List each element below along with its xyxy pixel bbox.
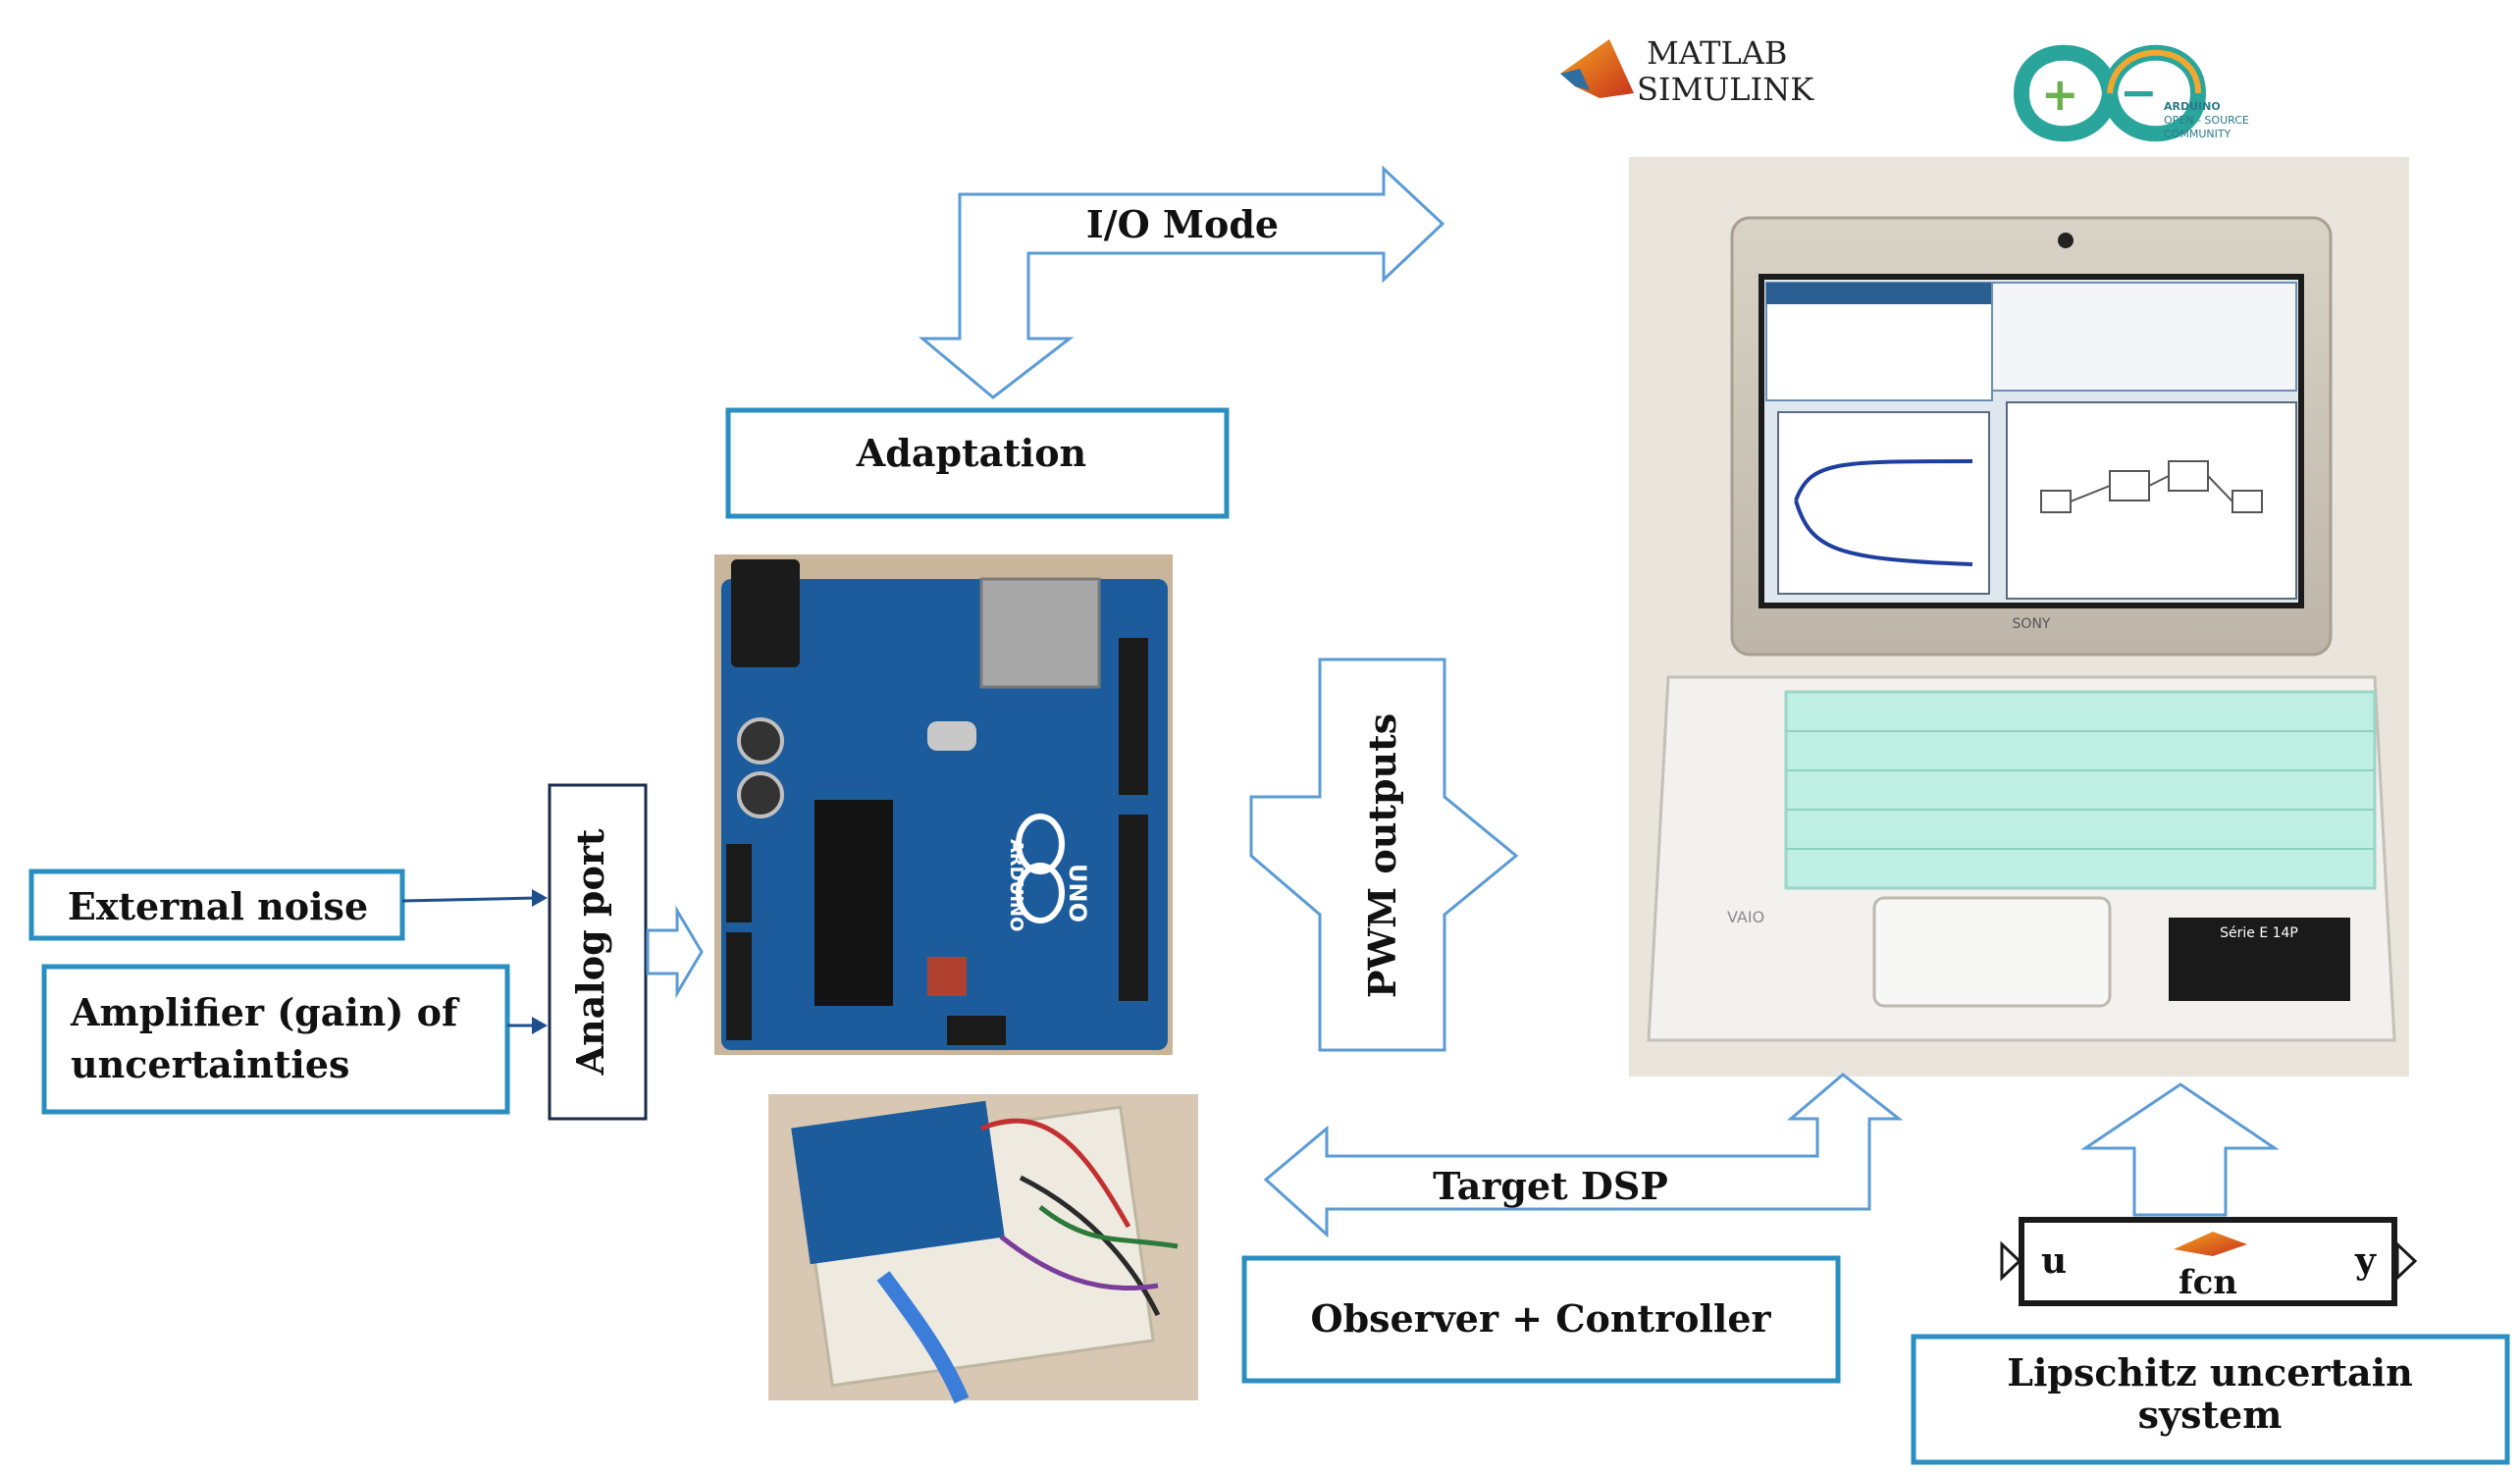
analog-to-board-arrow: [646, 905, 704, 999]
board-brand-text: ARDUINO: [1006, 839, 1026, 931]
analog-port-box: Analog port: [548, 783, 648, 1121]
matlab-toolbar: [1766, 283, 1992, 304]
lipschitz-label-line1: Lipschitz uncertain: [2007, 1350, 2413, 1395]
matlab-membrane-shadow: [1560, 69, 1590, 90]
adaptation-label: Adaptation: [856, 431, 1086, 475]
simulink-model-window: [2006, 401, 2297, 600]
adaptation-box-frame: [725, 407, 1230, 519]
atmega-chip: [814, 800, 893, 1006]
amplifier-label-line2: uncertainties: [71, 1042, 349, 1086]
small-arduino: [791, 1100, 1005, 1265]
io-mode-arrow: I/O Mode: [918, 165, 1445, 399]
power-jack: [731, 559, 800, 667]
webcam-icon: [2058, 233, 2074, 248]
io-mode-label: I/O Mode: [1086, 202, 1279, 246]
jumper-wire-1: [980, 1118, 1131, 1229]
jumper-wire-2: [1019, 1175, 1161, 1317]
amplifier-box-frame: [41, 964, 510, 1115]
reset-button: [927, 957, 967, 996]
arduino-logo-line1: ARDUINO: [2164, 100, 2221, 113]
lipschitz-system-box: Lipschitz uncertain system: [1911, 1334, 2510, 1465]
pwm-outputs-arrow-shape: [1249, 658, 1519, 1052]
laptop-series-text: VAIO: [1727, 908, 1764, 926]
target-dsp-label: Target DSP: [1433, 1164, 1668, 1208]
fcn-block-frame: [2019, 1217, 2397, 1306]
amplifier-box: Amplifier (gain) of uncertainties: [41, 964, 510, 1115]
external-noise-arrow: [401, 889, 548, 907]
laptop-brand-text: SONY: [2013, 616, 2051, 632]
matlab-membrane-icon: [1560, 39, 1634, 98]
observer-controller-label: Observer + Controller: [1310, 1296, 1771, 1341]
external-noise-box: External noise: [28, 869, 405, 941]
touchpad: [1872, 896, 2112, 1008]
laptop-badge-text: Série E 14P: [2220, 925, 2298, 941]
matlab-logo-line1: MATLAB: [1647, 34, 1787, 72]
fcn-input-port-icon: [2000, 1240, 2022, 1282]
usb-connector: [979, 577, 1101, 689]
jumper-wire-3: [999, 1235, 1159, 1290]
fcn-block: u y fcn: [2000, 1217, 2418, 1306]
capacitor-1: [737, 717, 784, 764]
external-noise-box-frame: [28, 869, 405, 941]
fcn-output-port-icon: [2395, 1240, 2418, 1282]
capacitor-2: [737, 771, 784, 818]
external-noise-label: External noise: [68, 884, 368, 928]
board-model-text: UNO: [1064, 864, 1091, 922]
scope-plot-window: [1777, 411, 1990, 595]
icsp-header: [947, 1016, 1006, 1045]
lipschitz-up-arrow: [2080, 1082, 2280, 1217]
keyboard: [1784, 690, 2377, 890]
amplifier-arrow: [507, 1017, 548, 1034]
arduino-plus-icon: +: [2041, 68, 2079, 121]
arduino-community-logo: + − ARDUINO OPEN - SOURCE COMMUNITY: [2013, 44, 2249, 142]
fcn-output-label: y: [2354, 1240, 2377, 1282]
observer-controller-box-frame: [1241, 1255, 1841, 1384]
pwm-outputs-arrow: PWM outputs: [1249, 658, 1519, 1052]
header-top: [1119, 638, 1148, 795]
breadboard-setup-photo: [768, 1094, 1198, 1404]
matlab-simulink-logo: MATLAB SIMULINK: [1560, 34, 1814, 108]
external-noise-arrowhead: [532, 889, 548, 907]
arduino-uno-board-photo: ARDUINO UNO: [714, 554, 1173, 1055]
fcn-name-label: fcn: [2179, 1263, 2237, 1302]
fcn-input-label: u: [2041, 1240, 2067, 1282]
lipschitz-label-line2: system: [2138, 1393, 2283, 1437]
usb-cable: [876, 1271, 970, 1404]
arduino-infinity-rainbow: [2107, 49, 2201, 94]
adaptation-box: Adaptation: [725, 407, 1230, 519]
arduino-logo-line2: OPEN - SOURCE: [2164, 114, 2249, 127]
target-dsp-arrow-shape: [1263, 1073, 1904, 1238]
simulink-logo-line2: SIMULINK: [1637, 71, 1814, 108]
keyboard-keys: [1786, 730, 2375, 850]
pwm-outputs-label: PWM outputs: [1360, 713, 1404, 998]
analog-port-label: Analog port: [568, 828, 612, 1076]
header-bottom: [1119, 815, 1148, 1001]
lipschitz-system-box-frame: [1911, 1334, 2510, 1465]
analog-port-box-frame: [548, 783, 648, 1121]
observer-controller-box: Observer + Controller: [1241, 1255, 1841, 1384]
io-mode-arrow-shape: [918, 165, 1445, 399]
header-analog: [726, 932, 752, 1040]
target-dsp-arrow: Target DSP: [1263, 1073, 1904, 1238]
arduino-logo-line3: COMMUNITY: [2164, 128, 2231, 140]
laptop-sticker: [2169, 918, 2350, 1001]
amplifier-label-line1: Amplifier (gain) of: [70, 990, 460, 1034]
simulink-window: [1991, 282, 2297, 392]
amplifier-arrowhead: [532, 1017, 548, 1034]
jumper-wire-4: [1038, 1205, 1179, 1249]
arduino-infinity-board-icon: [1016, 814, 1065, 923]
scope-curve-upper: [1794, 459, 1973, 501]
scope-curve-lower: [1794, 500, 1973, 566]
laptop-photo: SONY VAIO Série E 14P: [1629, 157, 2409, 1077]
crystal-oscillator: [927, 721, 976, 751]
fcn-matlab-icon: [2174, 1232, 2247, 1256]
arduino-minus-icon: −: [2120, 66, 2158, 119]
header-power: [726, 844, 752, 922]
